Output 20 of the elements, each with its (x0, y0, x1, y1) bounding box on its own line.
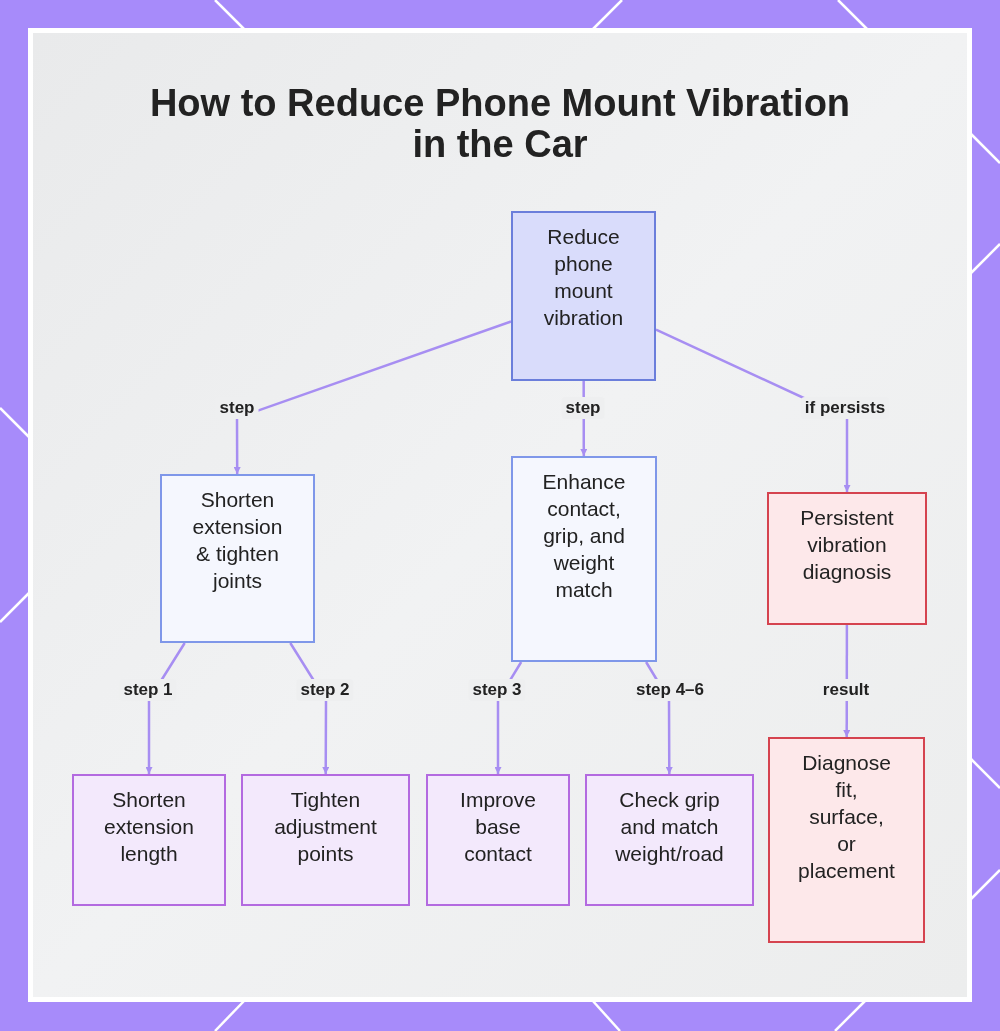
process-box (767, 492, 927, 625)
node-text: Shorten extension & tighten joints (191, 487, 284, 594)
node-text: Shorten extension length (103, 787, 195, 867)
diagram-title: How to Reduce Phone Mount Vibration in the Car (148, 83, 852, 165)
connector-arrow (233, 320, 512, 474)
process-box (160, 474, 315, 643)
node-text: Enhance contact, grip, and weight match (541, 469, 627, 603)
process-box (72, 774, 226, 906)
node-text: Tighten adjustment points (273, 787, 378, 867)
process-box (426, 774, 570, 906)
node-text: Reduce phone mount vibration (542, 224, 625, 331)
process-box (511, 211, 656, 381)
node-text: Check grip and match weight/road (614, 787, 725, 867)
process-box (511, 456, 657, 662)
process-box (768, 737, 925, 943)
node-text: Persistent vibration diagnosis (799, 505, 895, 585)
node-text: Improve base contact (459, 787, 537, 867)
node-text: Diagnose fit, surface, or placement (797, 750, 896, 884)
process-box (241, 774, 410, 906)
process-box (585, 774, 754, 906)
